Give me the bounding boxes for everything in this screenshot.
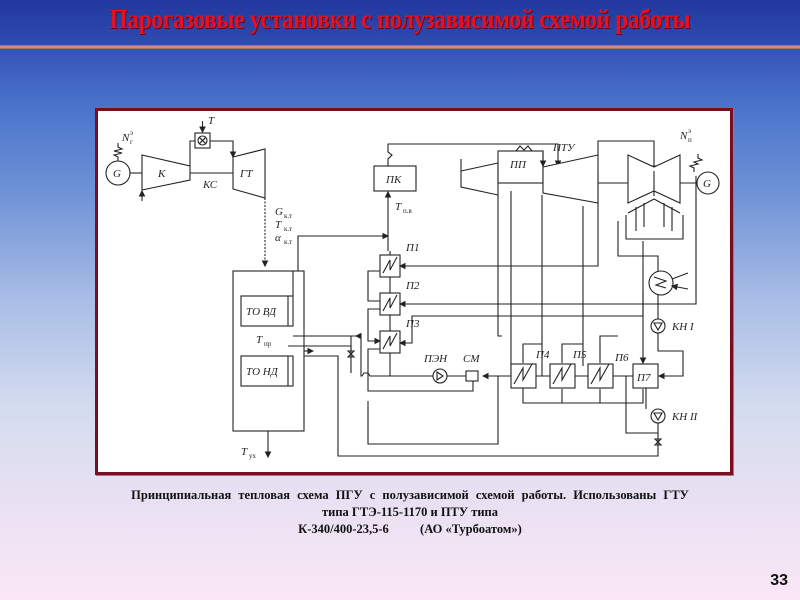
diagram-frame: G N э г К КС Т ГТ G к.т T к.т α к.т ТО В… <box>95 108 733 475</box>
reheater-pp <box>497 150 544 184</box>
flow-alpha-label: α <box>275 232 281 244</box>
valve-icon <box>346 350 356 358</box>
t-exhaust-sub: ух <box>249 452 257 460</box>
compressor <box>141 154 191 191</box>
flow-g-label: G <box>275 206 283 218</box>
valve-icon <box>653 438 663 446</box>
feed-pump-label: ПЭН <box>423 353 448 365</box>
power-spring-icon <box>112 143 124 161</box>
caption-line-1: Принципиальная тепловая схема ПГУ с полу… <box>131 488 689 502</box>
power-steam-sub: п <box>688 136 692 144</box>
t-pr-sub: пр <box>264 340 272 348</box>
cond-pump-2-label: КН II <box>671 411 699 423</box>
t-feed-sub: п.в <box>403 207 412 215</box>
boiler-pk-label: ПК <box>385 174 402 186</box>
hrsg-lp-label: ТО НД <box>246 366 279 378</box>
steam-turbine-unit: ПП ПТУ G N э п <box>460 127 720 376</box>
heater-p4-label: П4 <box>535 349 550 361</box>
gas-turbine-unit: G N э г К КС Т ГТ G к.т T к.т α к.т <box>105 115 292 268</box>
power-gas-sup: э <box>130 129 133 137</box>
caption-line-2: типа ГТЭ-115-1170 и ПТУ типа <box>322 505 498 519</box>
heater-p6-label: П6 <box>614 352 629 364</box>
page-number: 33 <box>770 572 788 589</box>
heat-recovery-boiler: ТО ВД T пр ТО НД T ух <box>232 270 305 460</box>
power-spring-icon <box>688 154 704 172</box>
title-divider <box>0 45 800 49</box>
hp-cylinder <box>460 162 499 196</box>
power-gas-sub: г <box>130 138 133 146</box>
ip-cylinder <box>542 154 599 204</box>
power-steam-sup: э <box>688 127 691 135</box>
mixer <box>465 370 479 382</box>
thermal-scheme-diagram: G N э г К КС Т ГТ G к.т T к.т α к.т ТО В… <box>105 115 720 460</box>
power-steam-label: N <box>679 130 688 142</box>
combustion-chamber-label: КС <box>202 179 218 191</box>
t-exhaust-label: T <box>241 446 248 458</box>
fuel-label: Т <box>208 115 215 127</box>
lp-heater-train: П4 П5 П6 П7 КН I КН II <box>304 270 699 457</box>
gas-turbine-label: ГТ <box>239 168 253 180</box>
flow-sub: к.т <box>284 212 292 220</box>
flow-sub: к.т <box>284 225 292 233</box>
cond-pump-1-label: КН I <box>671 321 695 333</box>
heater-p2-label: П2 <box>405 280 420 292</box>
hrsg-hp-section <box>240 295 294 327</box>
compressor-label: К <box>157 168 166 180</box>
diagram-caption: Принципиальная тепловая схема ПГУ с полу… <box>40 487 780 538</box>
mixer-label: СМ <box>463 353 480 365</box>
generator-right-label: G <box>703 178 711 190</box>
heater-p1-label: П1 <box>405 242 419 254</box>
hrsg-lp-section <box>240 355 294 387</box>
heater-p5-label: П5 <box>572 349 587 361</box>
power-gas-label: N <box>121 132 130 144</box>
heater-p7-label: П7 <box>636 372 651 384</box>
boiler-pk <box>373 165 417 192</box>
title-bar: Парогазовые установки с полузависимой сх… <box>0 0 800 45</box>
reheater-label: ПП <box>509 159 527 171</box>
hp-heater-train: ПК T п.в П1 П2 П3 ПЭН СМ <box>288 143 697 392</box>
caption-line-3: К-340/400-23,5-6 (АО «Турбоатом») <box>298 522 522 536</box>
slide-title: Парогазовые установки с полузависимой сх… <box>109 4 691 34</box>
hrsg-hp-label: ТО ВД <box>246 306 277 318</box>
t-feed-label: T <box>395 201 402 213</box>
flow-t-label: T <box>275 219 282 231</box>
t-pr-label: T <box>256 334 263 346</box>
feed-pump <box>432 368 448 384</box>
flow-sub: к.т <box>284 238 292 246</box>
steam-unit-label: ПТУ <box>552 142 576 154</box>
generator-left-label: G <box>113 168 121 180</box>
